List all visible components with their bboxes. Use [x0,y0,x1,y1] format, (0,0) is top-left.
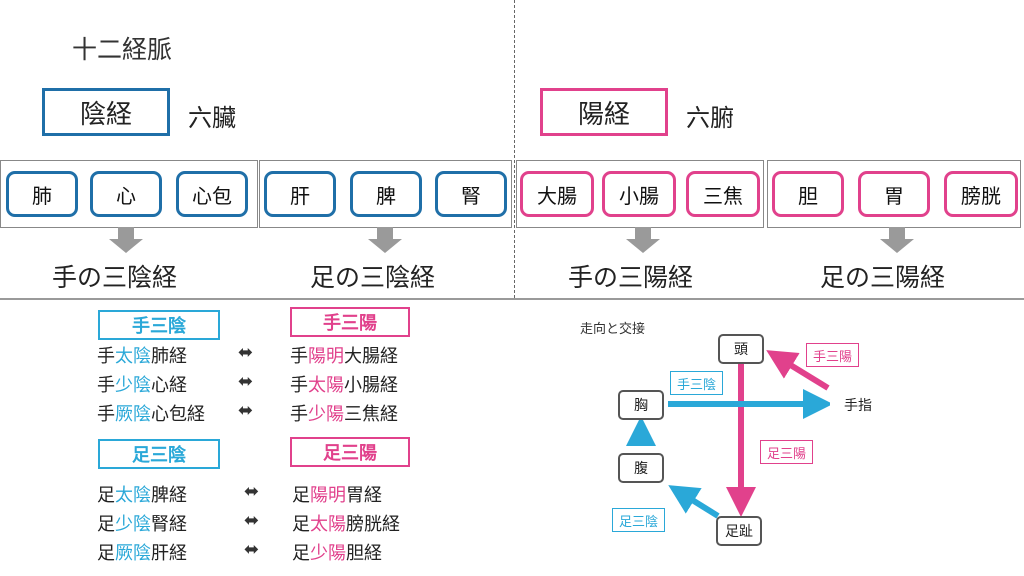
flow-diagram-title: 走向と交接 [580,322,646,337]
meridian-pair-yin: 手少陰心経 [97,375,187,396]
organ-spleen: 脾 [350,171,422,217]
foot-yin-arrow [668,485,720,519]
organ-gallbladder: 胆 [772,171,844,217]
yin-category-label: 六臟 [188,104,236,132]
foot-three-yang-label: 足の三陽経 [820,263,946,292]
meridian-pair-yin: 足少陰腎経 [97,514,187,535]
node-toe: 足趾 [716,516,762,546]
organ-large-intestine: 大腸 [520,171,594,217]
organ-heart: 心 [90,171,162,217]
meridian-pair-yang: 手少陽三焦経 [290,404,398,425]
meridian-pair-yin: 足厥陰肝経 [97,543,187,564]
node-chest: 胸 [618,390,664,420]
meridian-pair-yin: 手厥陰心包経 [97,404,205,425]
hand-yang-arrow [766,350,830,391]
foot-yin-flow-label: 足三陰 [612,508,666,532]
foot-yang-flow-label: 足三陽 [760,440,814,464]
down-arrow-icon [626,227,660,253]
hand-three-yang-label: 手の三陽経 [568,263,694,292]
double-arrow-icon: ⬌ [238,371,254,392]
meridian-pair-yang: 足太陽膀胱経 [292,514,400,535]
hand-yin-tag: 手三陰 [98,310,220,340]
yang-meridian-box: 陽経 [540,88,668,136]
organ-small-intestine: 小腸 [602,171,676,217]
down-arrow-icon [109,227,143,253]
organ-pericardium: 心包 [176,171,248,217]
foot-yang-tag: 足三陽 [290,437,410,467]
meridian-pair-yang: 足少陽胆経 [292,543,382,564]
organ-bladder: 膀胱 [944,171,1018,217]
double-arrow-icon: ⬌ [238,400,254,421]
organ-lung: 肺 [6,171,78,217]
page-title: 十二経脈 [72,35,173,64]
down-arrow-icon [880,227,914,253]
yang-category-label: 六腑 [686,104,734,132]
vertical-divider [514,0,515,298]
hand-yin-flow-label: 手三陰 [670,371,724,395]
double-arrow-icon: ⬌ [244,481,260,502]
double-arrow-icon: ⬌ [244,539,260,560]
foot-yin-tag: 足三陰 [98,439,220,469]
node-finger: 手指 [830,390,886,420]
yin-meridian-box: 陰経 [42,88,170,136]
hand-yang-tag: 手三陽 [290,307,410,337]
organ-kidney: 腎 [435,171,507,217]
double-arrow-icon: ⬌ [238,342,254,363]
down-arrow-icon [368,227,402,253]
meridian-pair-yang: 手太陽小腸経 [290,375,398,396]
hand-three-yin-label: 手の三陰経 [52,263,178,292]
hand-yang-flow-label: 手三陽 [806,343,860,367]
meridian-pair-yin: 足太陰脾経 [97,485,187,506]
meridian-pair-yang: 手陽明大腸経 [290,346,398,367]
organ-liver: 肝 [264,171,336,217]
organ-stomach: 胃 [858,171,930,217]
double-arrow-icon: ⬌ [244,510,260,531]
node-head: 頭 [718,334,764,364]
meridian-pair-yin: 手太陰肺経 [97,346,187,367]
organ-triple-burner: 三焦 [686,171,760,217]
meridian-pair-yang: 足陽明胃経 [292,485,382,506]
node-belly: 腹 [618,453,664,483]
foot-three-yin-label: 足の三陰経 [310,263,436,292]
horizontal-divider [0,298,1024,300]
